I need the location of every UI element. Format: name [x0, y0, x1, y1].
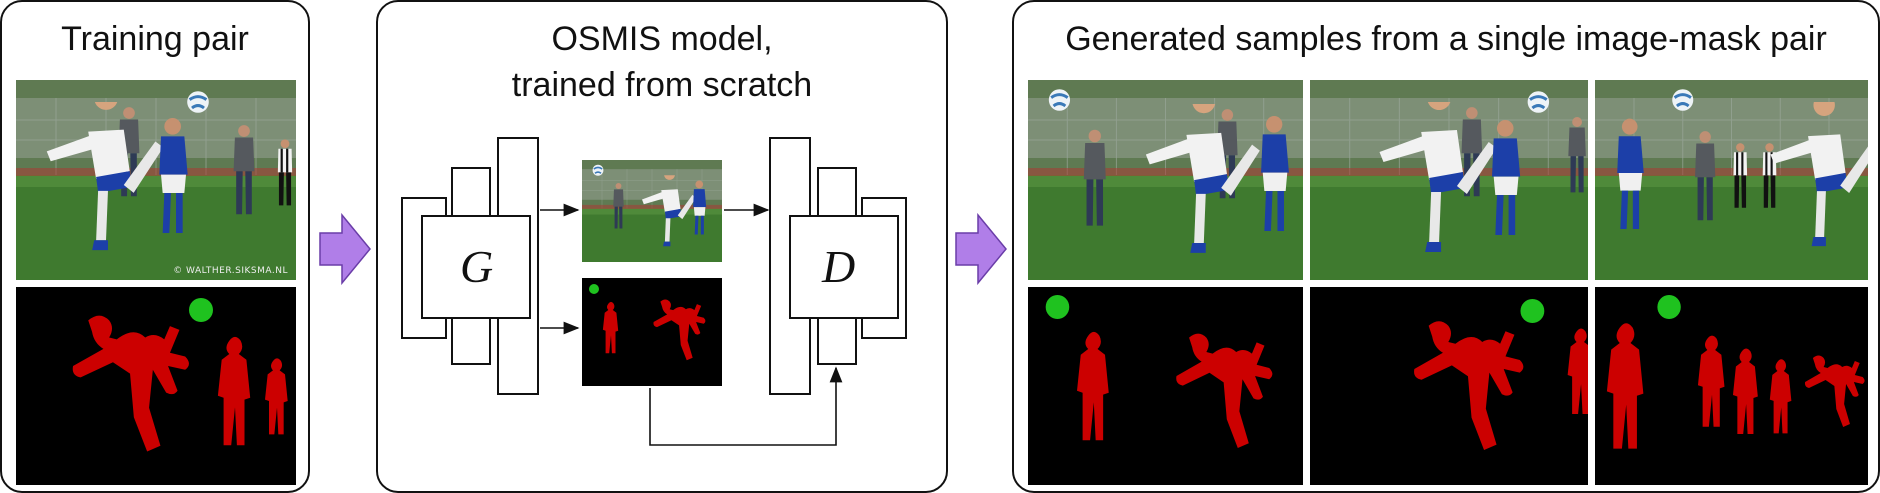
- generated-image-3: [1595, 80, 1868, 280]
- generator-label: G: [460, 241, 494, 292]
- generated-mask-1: [1028, 287, 1303, 485]
- model-title-line1: OSMIS model,: [551, 20, 773, 58]
- generated-image-2: [1310, 80, 1588, 280]
- flow-arrow-2: [955, 213, 1007, 285]
- training-mask: [16, 287, 296, 485]
- discriminator-block: [769, 137, 907, 395]
- model-panel: OSMIS model, trained from scratch: [376, 0, 948, 493]
- watermark-text: © WALTHER.SIKSMA.NL: [173, 266, 288, 276]
- model-sample-mask: [582, 278, 722, 386]
- generator-block: [401, 137, 539, 395]
- training-pair-title: Training pair: [61, 20, 249, 58]
- generated-mask-3: [1595, 287, 1868, 485]
- model-title-line2: trained from scratch: [511, 66, 813, 104]
- model-diagram: [401, 137, 907, 446]
- model-sample-image: [582, 160, 722, 262]
- training-pair-panel: Training pair © WALTHER.SIKSMA.NL: [0, 0, 310, 493]
- generated-mask-2: [1310, 287, 1588, 485]
- discriminator-label: D: [822, 241, 856, 292]
- training-image: © WALTHER.SIKSMA.NL: [16, 80, 296, 280]
- generated-image-1: [1028, 80, 1303, 280]
- generated-samples-panel: Generated samples from a single image-ma…: [1012, 0, 1880, 493]
- generated-samples-title: Generated samples from a single image-ma…: [1065, 20, 1827, 58]
- flow-arrow-1: [319, 213, 371, 285]
